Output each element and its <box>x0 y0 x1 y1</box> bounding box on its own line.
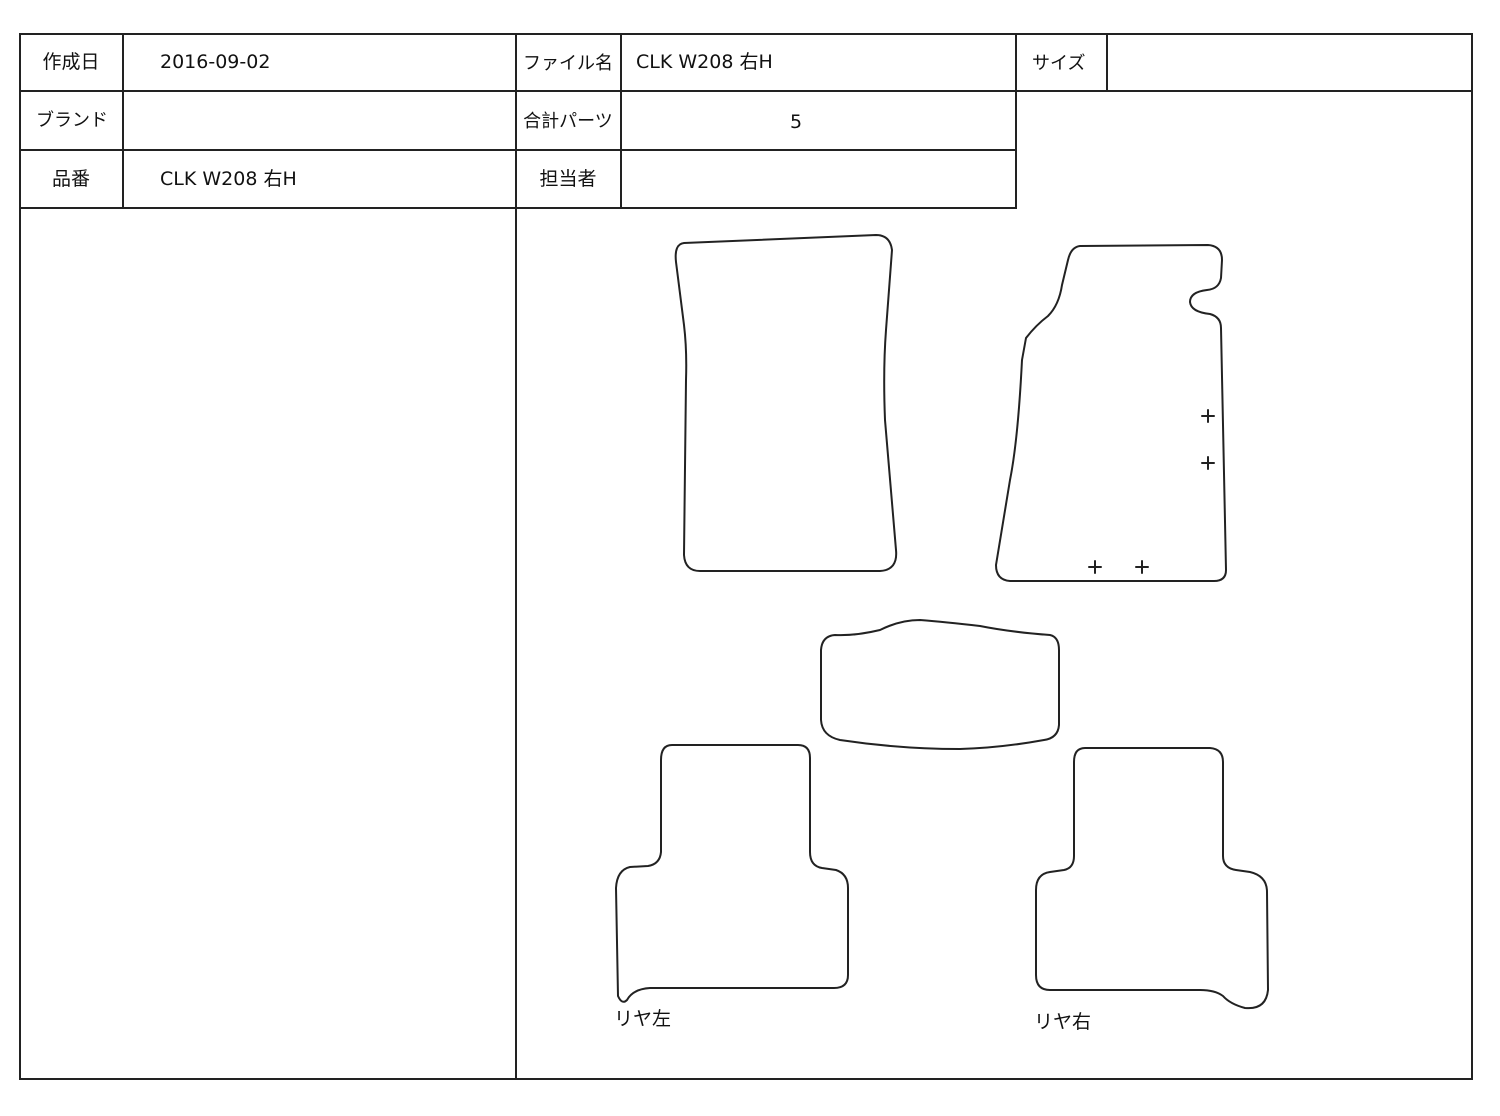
col-divider-right <box>1015 33 1017 209</box>
row-divider-1 <box>19 90 1473 92</box>
hook-marker-1 <box>1201 409 1215 423</box>
hook-marker-2 <box>1201 456 1215 470</box>
created-date-value: 2016-09-02 <box>160 51 271 73</box>
mat-rear-left <box>615 744 849 1003</box>
total-parts-label: 合計パーツ <box>523 111 613 132</box>
rear-left-caption: リヤ左 <box>614 1008 672 1030</box>
frame-left <box>19 33 21 1080</box>
part-number-value: CLK W208 右H <box>160 168 297 190</box>
file-name-value: CLK W208 右H <box>636 51 773 73</box>
rear-right-caption: リヤ右 <box>1034 1011 1092 1033</box>
created-date-label: 作成日 <box>42 51 100 73</box>
col-divider-label-mid <box>620 33 622 209</box>
row-divider-3 <box>19 207 1017 209</box>
mat-center <box>820 619 1060 750</box>
total-parts-value: 5 <box>790 111 803 133</box>
brand-label: ブランド <box>36 110 108 131</box>
col-divider-size <box>1106 33 1108 92</box>
row-divider-2 <box>19 149 1017 151</box>
frame-top <box>19 33 1473 35</box>
frame-right <box>1471 33 1473 1080</box>
hook-marker-4 <box>1135 560 1149 574</box>
staff-label: 担当者 <box>539 168 597 190</box>
col-divider-main <box>515 33 517 1080</box>
size-label: サイズ <box>1032 53 1086 74</box>
part-number-label: 品番 <box>51 168 90 190</box>
file-name-label: ファイル名 <box>523 53 613 74</box>
col-divider-label-left <box>122 33 124 209</box>
mat-rear-right <box>1035 747 1269 1010</box>
hook-marker-3 <box>1088 560 1102 574</box>
mat-front-left <box>674 234 898 572</box>
frame-bottom <box>19 1078 1473 1080</box>
mat-front-right <box>995 244 1227 582</box>
